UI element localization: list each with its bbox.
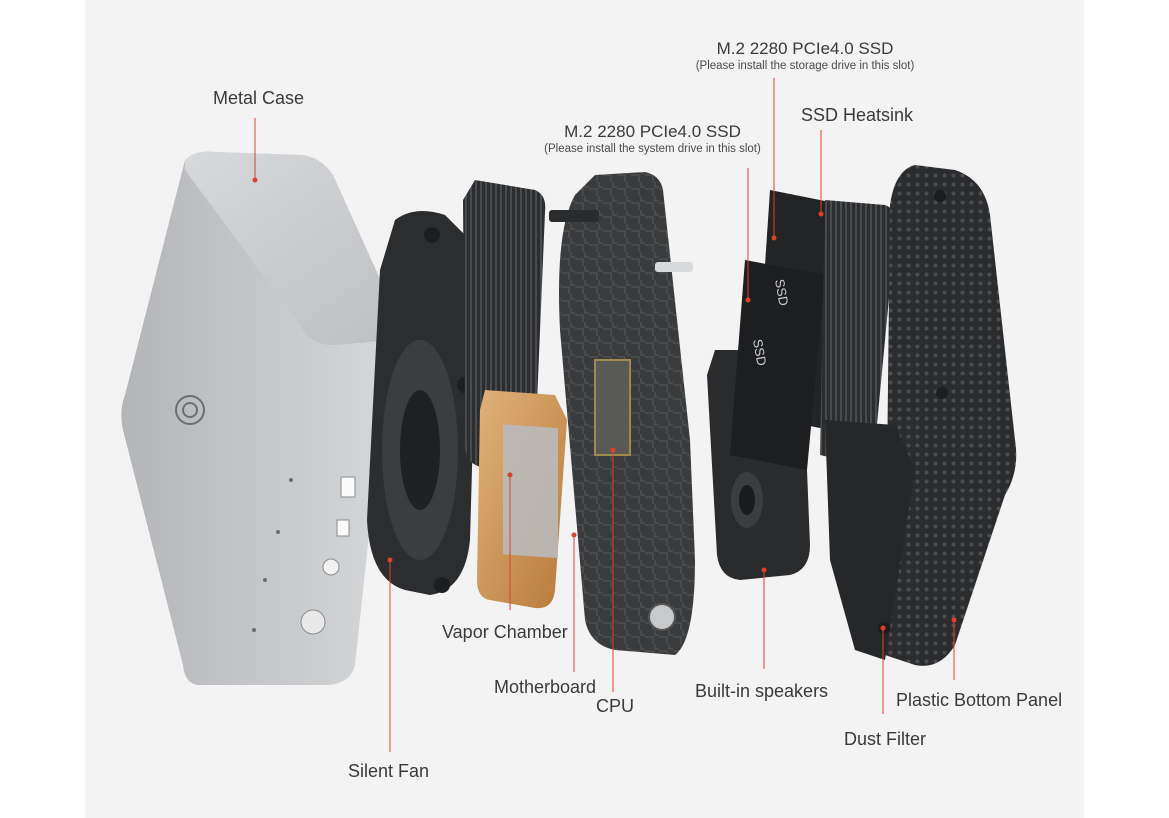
- label-plastic-bottom-panel: Plastic Bottom Panel: [896, 690, 1063, 710]
- label-cpu: CPU: [596, 696, 635, 716]
- exploded-diagram-art: SSD SSD: [121, 78, 1017, 752]
- ssd-system-title: M.2 2280 PCIe4.0 SSD: [564, 122, 741, 141]
- ssd-heatsink-shape: [820, 200, 897, 463]
- silent-fan-shape: [367, 211, 478, 595]
- ssd-sticker-text-2: SSD: [750, 338, 769, 367]
- ssd-storage-title: M.2 2280 PCIe4.0 SSD: [716, 39, 894, 58]
- label-ssd-heatsink: SSD Heatsink: [801, 105, 914, 125]
- plastic-bottom-panel-shape: [825, 165, 1017, 666]
- leader-lines: [254, 78, 955, 752]
- label-builtin-speakers: Built-in speakers: [695, 681, 829, 701]
- label-dust-filter: Dust Filter: [844, 729, 927, 749]
- label-motherboard: Motherboard: [494, 677, 597, 697]
- label-metal-case: Metal Case: [213, 88, 305, 108]
- exploded-view-stage: SSD SSD: [85, 0, 1084, 818]
- ssd-storage-note: (Please install the storage drive in thi…: [695, 60, 915, 72]
- ssd-sticker-text-1: SSD: [772, 278, 791, 307]
- label-silent-fan: Silent Fan: [348, 761, 430, 781]
- ssd-system-note: (Please install the system drive in this…: [544, 143, 761, 155]
- metal-case-shape: [121, 151, 392, 685]
- label-ssd-storage: M.2 2280 PCIe4.0 SSD (Please install the…: [675, 39, 935, 72]
- vapor-chamber-shape: [477, 390, 567, 609]
- label-ssd-system: M.2 2280 PCIe4.0 SSD (Please install the…: [525, 122, 780, 155]
- label-vapor-chamber: Vapor Chamber: [442, 622, 568, 642]
- leader-dots: [252, 177, 957, 631]
- motherboard-shape: [549, 172, 695, 655]
